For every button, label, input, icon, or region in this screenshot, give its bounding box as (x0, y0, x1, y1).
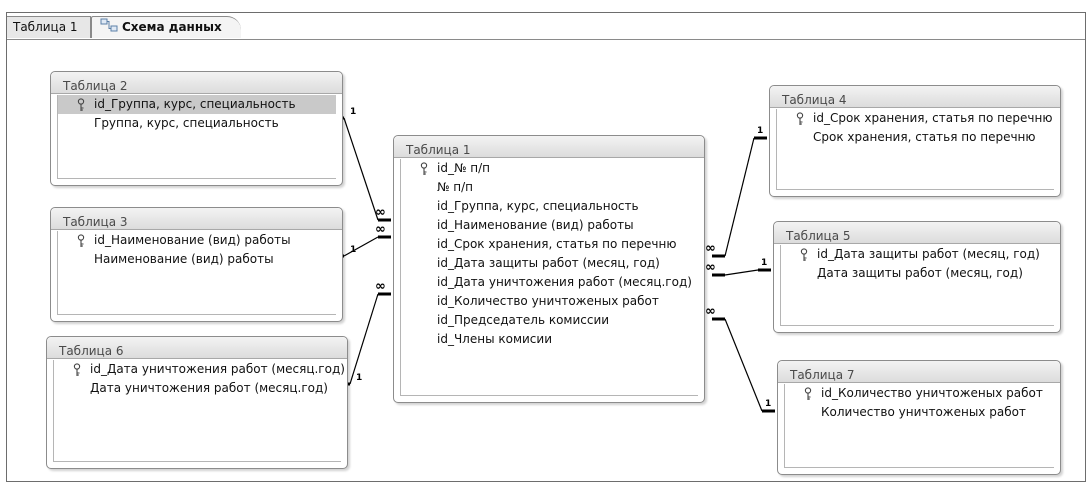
relation-t6-t1 (349, 293, 379, 385)
rel-label-one-t2: 1 (350, 107, 356, 117)
table-title-t2[interactable]: Таблица 2 (51, 72, 342, 94)
rel-label-one-t3: 1 (350, 245, 356, 255)
field-list-t3[interactable]: id_Наименование (вид) работы Наименовани… (57, 231, 336, 315)
field-row[interactable]: id_Дата уничтожения работ (месяц.год) (401, 273, 698, 292)
table-title-t4[interactable]: Таблица 4 (770, 86, 1060, 108)
field-row[interactable]: id_Группа, курс, специальность (401, 197, 698, 216)
table-title-t7[interactable]: Таблица 7 (778, 361, 1060, 383)
field-label: Дата защиты работ (месяц, год) (817, 266, 1023, 280)
field-label: id_№ п/п (437, 161, 490, 175)
field-list-t7[interactable]: id_Количество уничтоженых работ Количест… (784, 384, 1054, 468)
field-label: Количество уничтоженых работ (821, 405, 1026, 419)
field-row[interactable]: Количество уничтоженых работ (785, 403, 1054, 422)
field-label: id_Группа, курс, специальность (94, 97, 296, 111)
rel-label-many-t1-e: ∞ (705, 260, 716, 275)
rel-label-many-t1-b: ∞ (375, 222, 386, 237)
field-label: id_Председатель комиссии (437, 313, 610, 327)
primary-key-icon (77, 234, 85, 247)
field-label: id_Дата защиты работ (месяц, год) (817, 247, 1040, 261)
field-row[interactable]: id_Председатель комиссии (401, 311, 698, 330)
table-box-t5[interactable]: Таблица 5 id_Дата защиты работ (месяц, г… (773, 221, 1061, 333)
field-row[interactable]: id_Количество уничтоженых работ (401, 292, 698, 311)
field-list-t1[interactable]: id_№ п/п № п/п id_Группа, курс, специаль… (400, 159, 698, 396)
document-tab-bar: Таблица 1 Схема данных (7, 13, 1085, 40)
table-box-t1[interactable]: Таблица 1 id_№ п/п № п/п id_Группа, курс… (393, 135, 705, 403)
field-row-key[interactable]: id_Дата уничтожения работ (месяц.год) (54, 360, 345, 379)
field-label: № п/п (437, 180, 474, 194)
primary-key-icon (800, 248, 808, 261)
tab-data-schema-label: Схема данных (122, 20, 222, 34)
field-label: id_Дата уничтожения работ (месяц.год) (90, 362, 345, 376)
rel-label-one-t5: 1 (761, 258, 767, 268)
relation-t1-t5 (724, 269, 759, 276)
field-label: id_Количество уничтоженых работ (821, 386, 1043, 400)
field-list-t6[interactable]: id_Дата уничтожения работ (месяц.год) Да… (53, 360, 345, 462)
tab-table1-label: Таблица 1 (13, 20, 78, 34)
field-label: id_Наименование (вид) работы (437, 218, 634, 232)
relation-t2-t1 (343, 117, 379, 221)
field-label: id_Дата защиты работ (месяц, год) (437, 256, 660, 270)
table-title-t1[interactable]: Таблица 1 (394, 136, 704, 158)
field-list-t4[interactable]: id_Срок хранения, статья по перечню Срок… (776, 109, 1054, 190)
field-row[interactable]: Срок хранения, статья по перечню (777, 128, 1054, 147)
field-row[interactable]: Дата защиты работ (месяц, год) (781, 264, 1054, 283)
field-label: id_Группа, курс, специальность (437, 199, 639, 213)
field-row[interactable]: id_Наименование (вид) работы (401, 216, 698, 235)
field-row[interactable]: id_Члены комисии (401, 330, 698, 349)
field-row-key[interactable]: id_Группа, курс, специальность (58, 95, 336, 114)
relation-t1-t7 (724, 318, 763, 412)
field-list-t2[interactable]: id_Группа, курс, специальность Группа, к… (57, 95, 336, 179)
field-row-key[interactable]: id_Дата защиты работ (месяц, год) (781, 245, 1054, 264)
rel-label-one-t7: 1 (765, 399, 771, 409)
field-label: id_Срок хранения, статья по перечню (437, 237, 677, 251)
field-row[interactable]: id_Дата защиты работ (месяц, год) (401, 254, 698, 273)
tab-table1[interactable]: Таблица 1 (7, 16, 91, 38)
field-label: id_Члены комисии (437, 332, 553, 346)
field-label: Наименование (вид) работы (94, 252, 274, 266)
table-box-t4[interactable]: Таблица 4 id_Срок хранения, статья по пе… (769, 85, 1061, 197)
relation-t1-t4 (724, 137, 755, 257)
primary-key-icon (796, 112, 804, 125)
table-box-t7[interactable]: Таблица 7 id_Количество уничтоженых рабо… (777, 360, 1061, 475)
rel-label-many-t1-d: ∞ (705, 241, 716, 256)
field-row[interactable]: № п/п (401, 178, 698, 197)
field-label: id_Наименование (вид) работы (94, 233, 291, 247)
field-label: id_Дата уничтожения работ (месяц.год) (437, 275, 692, 289)
field-label: Дата уничтожения работ (месяц.год) (90, 381, 328, 395)
field-label: Группа, курс, специальность (94, 116, 279, 130)
field-row[interactable]: Наименование (вид) работы (58, 250, 336, 269)
field-row-key[interactable]: id_№ п/п (401, 159, 698, 178)
primary-key-icon (73, 363, 81, 376)
schema-window: Таблица 1 Схема данных (6, 12, 1086, 482)
field-row-key[interactable]: id_Срок хранения, статья по перечню (777, 109, 1054, 128)
table-title-t6[interactable]: Таблица 6 (47, 337, 347, 359)
rel-label-one-t6: 1 (356, 373, 362, 383)
relationships-icon (100, 18, 118, 38)
tab-data-schema[interactable]: Схема данных (91, 16, 241, 38)
field-row[interactable]: Группа, курс, специальность (58, 114, 336, 133)
field-label: Срок хранения, статья по перечню (813, 130, 1036, 144)
rel-label-many-t1-c: ∞ (375, 279, 386, 294)
relation-t3-t1 (343, 236, 379, 257)
primary-key-icon (77, 98, 85, 111)
table-title-t3[interactable]: Таблица 3 (51, 208, 342, 230)
table-box-t3[interactable]: Таблица 3 id_Наименование (вид) работы Н… (50, 207, 343, 322)
field-label: id_Количество уничтоженых работ (437, 294, 659, 308)
rel-label-one-t4: 1 (757, 126, 763, 136)
table-box-t6[interactable]: Таблица 6 id_Дата уничтожения работ (мес… (46, 336, 348, 469)
field-label: id_Срок хранения, статья по перечню (813, 111, 1053, 125)
rel-label-many-t1-f: ∞ (705, 304, 716, 319)
table-title-t5[interactable]: Таблица 5 (774, 222, 1060, 244)
relationship-canvas: 1 1 1 1 1 1 ∞ ∞ ∞ ∞ ∞ ∞ Таблица 2 id_Гру… (7, 40, 1085, 481)
field-list-t5[interactable]: id_Дата защиты работ (месяц, год) Дата з… (780, 245, 1054, 326)
field-row[interactable]: id_Срок хранения, статья по перечню (401, 235, 698, 254)
primary-key-icon (804, 387, 812, 400)
primary-key-icon (420, 162, 428, 175)
field-row[interactable]: Дата уничтожения работ (месяц.год) (54, 379, 341, 398)
table-box-t2[interactable]: Таблица 2 id_Группа, курс, специальность… (50, 71, 343, 186)
rel-label-many-t1-a: ∞ (375, 205, 386, 220)
field-row-key[interactable]: id_Количество уничтоженых работ (785, 384, 1054, 403)
field-row-key[interactable]: id_Наименование (вид) работы (58, 231, 336, 250)
relationship-lines: 1 1 1 1 1 1 ∞ ∞ ∞ ∞ ∞ ∞ (331, 107, 775, 413)
